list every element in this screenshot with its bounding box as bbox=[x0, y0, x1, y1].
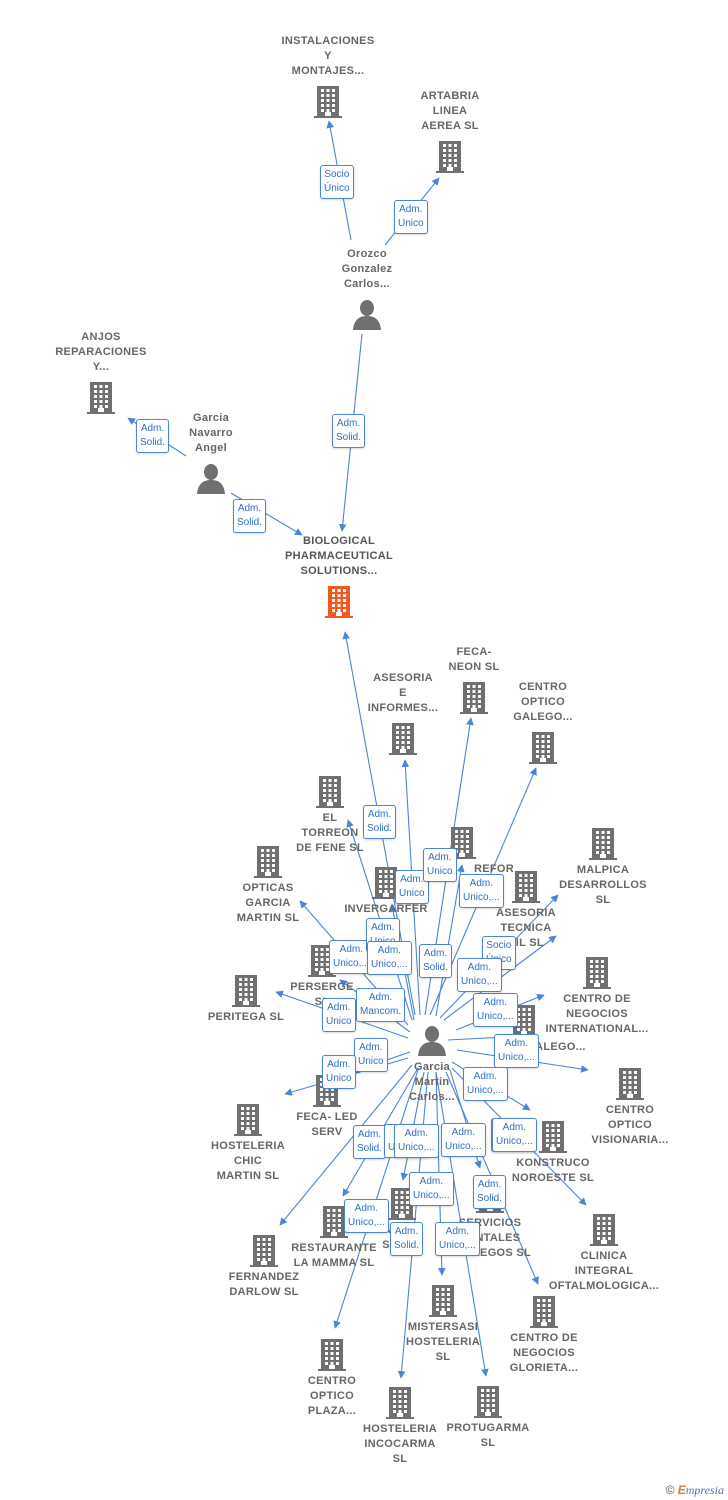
building-icon bbox=[314, 774, 346, 808]
relation-label[interactable]: Adm.Unico,... bbox=[435, 1222, 480, 1256]
relation-label[interactable]: Adm.Unico,... bbox=[494, 1034, 539, 1068]
node-label: FECA-NEON SL bbox=[448, 646, 500, 673]
relation-label[interactable]: Adm.Unico,... bbox=[457, 958, 502, 992]
building-icon bbox=[386, 1186, 418, 1220]
building-icon bbox=[248, 1233, 280, 1267]
relation-label[interactable]: Adm.Solid. bbox=[332, 414, 366, 448]
brand-initial: E bbox=[677, 1483, 686, 1497]
building-icon bbox=[312, 84, 344, 118]
building-icon bbox=[323, 584, 355, 618]
building-icon bbox=[370, 865, 402, 899]
relation-label[interactable]: Adm.Solid. bbox=[353, 1125, 387, 1159]
building-icon bbox=[434, 139, 466, 173]
node-label: PERITEGA SL bbox=[207, 1011, 285, 1023]
relation-label[interactable]: Adm.Solid. bbox=[136, 419, 170, 453]
relation-label[interactable]: Adm.Solid. bbox=[233, 499, 267, 533]
relation-label[interactable]: Adm.Unico bbox=[354, 1038, 388, 1072]
relation-label[interactable]: Adm.Solid. bbox=[390, 1222, 424, 1256]
building-icon bbox=[588, 1212, 620, 1246]
building-icon bbox=[318, 1204, 350, 1238]
copyright-symbol: © bbox=[665, 1483, 675, 1497]
relation-label[interactable]: Adm.Unico bbox=[322, 998, 356, 1032]
relation-label[interactable]: Adm.Unico bbox=[322, 1055, 356, 1089]
relation-label[interactable]: Adm.Unico bbox=[423, 848, 457, 882]
building-icon bbox=[537, 1119, 569, 1153]
edge-garciamartin-to-fernandez bbox=[279, 1064, 413, 1226]
relation-label[interactable]: Adm.Solid. bbox=[473, 1175, 507, 1209]
relation-label[interactable]: Adm.Unico,... bbox=[394, 1124, 439, 1158]
node-label: GALEGO... bbox=[526, 1041, 586, 1053]
relation-label[interactable]: Adm.Unico,... bbox=[344, 1199, 389, 1233]
building-icon bbox=[472, 1384, 504, 1418]
building-icon bbox=[85, 380, 117, 414]
relation-label[interactable]: Adm.Unico,... bbox=[473, 993, 518, 1027]
relation-label[interactable]: Adm.Unico,... bbox=[492, 1118, 537, 1152]
node-label: REFOR bbox=[474, 863, 514, 875]
building-icon bbox=[232, 1102, 264, 1136]
edge-garciamartin-to-reformas bbox=[435, 864, 465, 1017]
building-icon bbox=[252, 844, 284, 878]
copyright-footer[interactable]: © Empresia bbox=[666, 1483, 724, 1498]
person-icon bbox=[416, 1023, 448, 1057]
relation-label[interactable]: Adm.Unico bbox=[395, 870, 429, 904]
node-label: INVERGARFER bbox=[344, 903, 428, 915]
building-icon bbox=[306, 943, 338, 977]
relation-label[interactable]: Adm.Unico,... bbox=[409, 1172, 454, 1206]
building-icon bbox=[581, 955, 613, 989]
relation-label[interactable]: Adm.Unico,... bbox=[367, 941, 412, 975]
relation-label[interactable]: Adm.Unico,... bbox=[441, 1123, 486, 1157]
building-icon bbox=[316, 1337, 348, 1371]
relation-label[interactable]: Adm.Unico,... bbox=[459, 874, 504, 908]
building-icon bbox=[384, 1385, 416, 1419]
brand-name: mpresia bbox=[685, 1483, 724, 1497]
building-icon bbox=[587, 826, 619, 860]
relation-label[interactable]: Adm.Solid. bbox=[363, 805, 397, 839]
building-icon bbox=[527, 730, 559, 764]
person-icon bbox=[351, 297, 383, 331]
relation-label[interactable]: Adm.Mancom. bbox=[356, 988, 406, 1022]
building-icon bbox=[458, 680, 490, 714]
building-icon bbox=[387, 721, 419, 755]
building-icon bbox=[614, 1066, 646, 1100]
building-icon bbox=[510, 869, 542, 903]
relation-label[interactable]: Adm.Unico,... bbox=[463, 1067, 508, 1101]
relation-label[interactable]: Adm.Unico bbox=[394, 200, 428, 234]
building-icon bbox=[528, 1294, 560, 1328]
building-icon bbox=[230, 973, 262, 1007]
person-icon bbox=[195, 461, 227, 495]
building-icon bbox=[427, 1283, 459, 1317]
relation-label[interactable]: Adm.Solid. bbox=[419, 944, 453, 978]
